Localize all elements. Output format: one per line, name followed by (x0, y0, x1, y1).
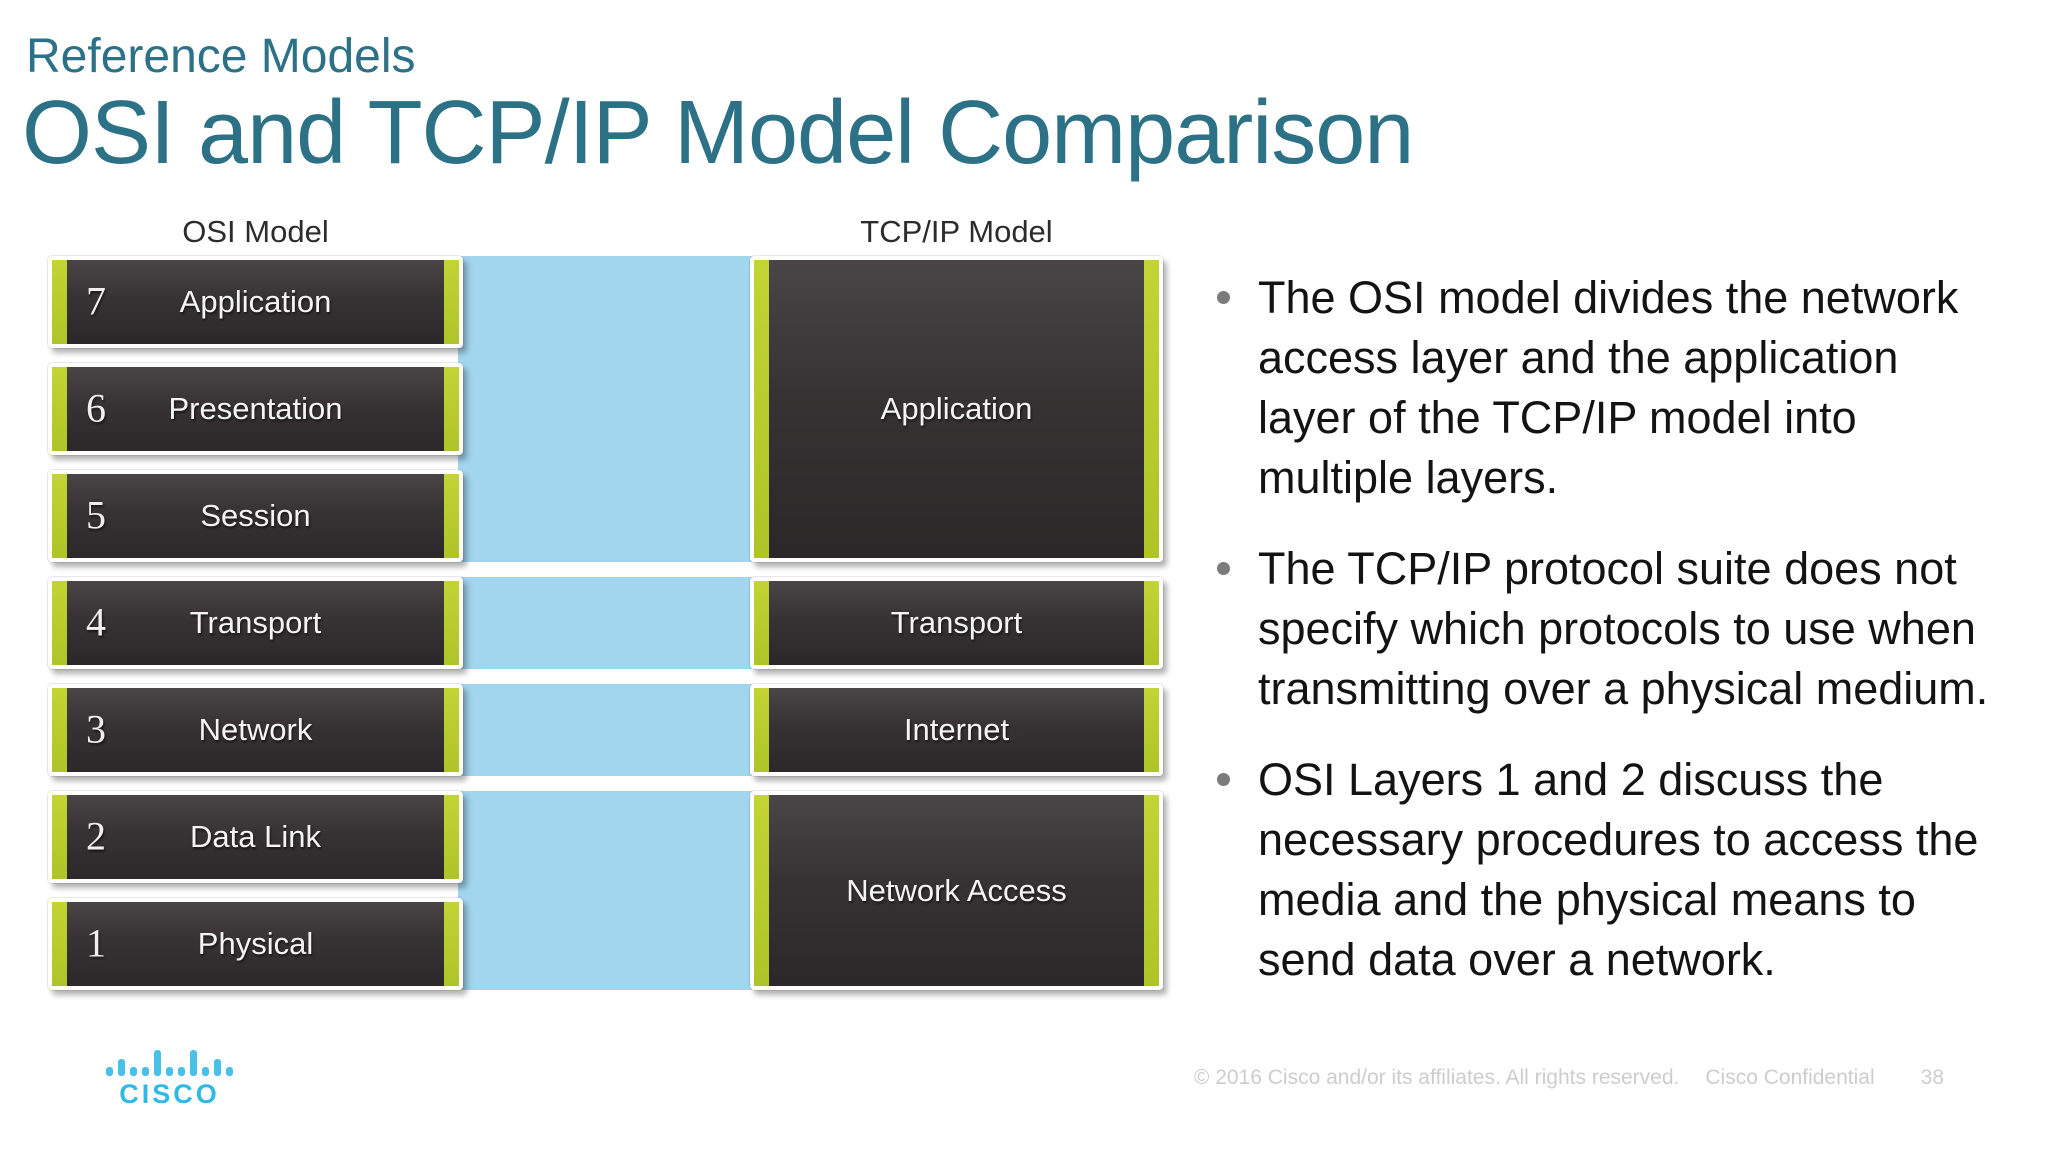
osi-layer-number: 1 (86, 920, 106, 966)
osi-layer-number: 6 (86, 385, 106, 431)
osi-layer-label: Network (198, 712, 313, 747)
bullet-item: The TCP/IP protocol suite does not speci… (1214, 539, 2004, 719)
footer-copyright: © 2016 Cisco and/or its affiliates. All … (1193, 1066, 1680, 1089)
bullet-text: OSI Layers 1 and 2 discuss the necessary… (1258, 754, 1979, 985)
tcpip-layer-label: Transport (890, 605, 1023, 640)
bullet-text: The TCP/IP protocol suite does not speci… (1258, 543, 1989, 714)
osi-layer-number: 3 (86, 706, 106, 752)
osi-layer-label: Session (200, 498, 311, 533)
tcpip-layer-label: Application (880, 391, 1033, 426)
mapping-band-network-access (458, 791, 754, 990)
bullet-text: The OSI model divides the network access… (1258, 272, 1959, 503)
model-comparison-diagram: OSI Model TCP/IP Model 7 Application 6 P… (48, 214, 1163, 990)
osi-column-header: OSI Model (182, 214, 329, 249)
cisco-logo: CISCO (106, 1050, 233, 1110)
osi-layer-number: 4 (86, 599, 106, 645)
tcpip-layer-network-access: Network Access (750, 791, 1163, 990)
tcpip-layer-label: Internet (903, 712, 1010, 747)
footer-confidential: Cisco Confidential (1705, 1066, 1875, 1089)
footer: © 2016 Cisco and/or its affiliates. All … (1194, 1066, 1944, 1090)
bullet-item: OSI Layers 1 and 2 discuss the necessary… (1214, 750, 2004, 990)
osi-layer-6-presentation: 6 Presentation (48, 363, 463, 455)
osi-layer-number: 7 (86, 278, 106, 324)
osi-layer-2-data-link: 2 Data Link (48, 791, 463, 883)
osi-layer-label: Application (179, 284, 332, 319)
mapping-band-transport (458, 577, 754, 669)
page-title: OSI and TCP/IP Model Comparison (22, 83, 1414, 183)
osi-layer-4-transport: 4 Transport (48, 577, 463, 669)
osi-layer-label: Presentation (168, 391, 343, 426)
mapping-band-internet (458, 684, 754, 776)
bullet-list: The OSI model divides the network access… (1214, 268, 2004, 1021)
osi-layer-number: 5 (86, 492, 106, 538)
tcpip-layer-label: Network Access (846, 872, 1067, 908)
osi-layer-label: Physical (197, 926, 314, 961)
slide-subtitle: Reference Models (26, 30, 416, 83)
cisco-logo-bars-icon (106, 1050, 233, 1076)
tcpip-layer-transport: Transport (750, 577, 1163, 669)
tcpip-layer-internet: Internet (750, 684, 1163, 776)
osi-layer-3-network: 3 Network (48, 684, 463, 776)
osi-layer-1-physical: 1 Physical (48, 898, 463, 990)
page-number: 38 (1920, 1066, 1944, 1089)
bullet-item: The OSI model divides the network access… (1214, 268, 2004, 508)
cisco-logo-wordmark: CISCO (119, 1079, 220, 1109)
osi-layer-7-application: 7 Application (48, 256, 463, 348)
osi-layer-5-session: 5 Session (48, 470, 463, 562)
tcpip-column-header: TCP/IP Model (860, 214, 1053, 249)
osi-layer-number: 2 (86, 813, 106, 859)
osi-layer-label: Transport (189, 605, 322, 640)
osi-layer-label: Data Link (190, 819, 321, 854)
mapping-band-application (458, 256, 754, 562)
tcpip-layer-application: Application (750, 256, 1163, 562)
